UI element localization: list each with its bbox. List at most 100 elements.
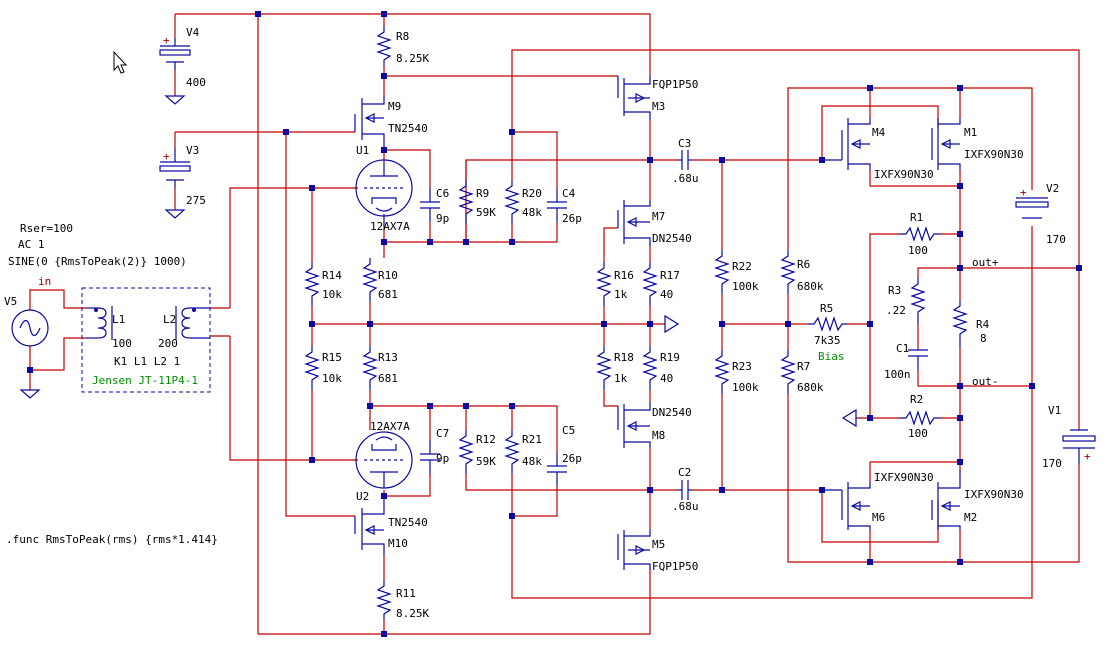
resistor-r2[interactable] bbox=[900, 410, 940, 426]
resistor-r14[interactable] bbox=[304, 262, 320, 306]
c6-ref: C6 bbox=[436, 187, 449, 200]
mosfet-m8[interactable] bbox=[617, 402, 651, 448]
u1-ref: U1 bbox=[356, 144, 369, 157]
resistor-r23[interactable] bbox=[714, 350, 730, 394]
m6-value: IXFX90N30 bbox=[874, 471, 934, 484]
c3-value: .68u bbox=[672, 172, 699, 185]
r23-ref: R23 bbox=[732, 360, 752, 373]
source-rser: Rser=100 bbox=[20, 222, 73, 235]
u2-ref: U2 bbox=[356, 490, 369, 503]
v2-value: 170 bbox=[1046, 233, 1066, 246]
capacitor-c2[interactable] bbox=[678, 480, 692, 500]
c3-ref: C3 bbox=[678, 137, 691, 150]
mosfet-m9[interactable] bbox=[354, 96, 385, 150]
resistor-r5[interactable] bbox=[808, 316, 848, 332]
resistor-r3[interactable] bbox=[910, 278, 926, 324]
capacitor-c3[interactable] bbox=[678, 150, 692, 170]
mosfets bbox=[354, 75, 961, 570]
resistor-r12[interactable] bbox=[458, 430, 474, 474]
mosfet-m6[interactable] bbox=[822, 482, 871, 530]
mosfet-m10[interactable] bbox=[354, 500, 385, 556]
sine-source-v5[interactable]: V5 bbox=[4, 295, 49, 399]
resistor-r13[interactable] bbox=[362, 346, 378, 390]
transformer-jensen[interactable] bbox=[81, 287, 211, 393]
tube-u2[interactable]: 12AX7A U2 bbox=[355, 420, 413, 503]
r8-ref: R8 bbox=[396, 30, 409, 43]
m4-ref: M4 bbox=[872, 126, 886, 139]
r15-ref: R15 bbox=[322, 351, 342, 364]
resistor-r20[interactable] bbox=[504, 180, 520, 224]
v1-ref: V1 bbox=[1048, 404, 1061, 417]
c6-value: 9p bbox=[436, 212, 449, 225]
mosfet-m5[interactable] bbox=[617, 530, 651, 570]
battery-v4[interactable]: + V4 400 bbox=[159, 26, 206, 105]
battery-v1[interactable]: + V1 170 bbox=[1042, 404, 1096, 470]
resistor-r6[interactable] bbox=[780, 250, 796, 294]
c1-ref: C1 bbox=[896, 342, 909, 355]
c2-value: .68u bbox=[672, 500, 699, 513]
r4-ref: R4 bbox=[976, 318, 990, 331]
battery-v2[interactable]: + V2 170 bbox=[1015, 182, 1066, 246]
capacitor-c6[interactable] bbox=[420, 188, 440, 222]
resistor-r4[interactable] bbox=[952, 300, 968, 348]
mosfet-m4[interactable] bbox=[822, 118, 871, 170]
resistor-r1[interactable] bbox=[900, 226, 940, 242]
m8-ref: M8 bbox=[652, 429, 665, 442]
resistor-r11[interactable] bbox=[376, 580, 392, 620]
battery-v3[interactable]: + V3 275 bbox=[159, 144, 206, 219]
r5-ref: R5 bbox=[820, 302, 833, 315]
r20-ref: R20 bbox=[522, 187, 542, 200]
r17-ref: R17 bbox=[660, 269, 680, 282]
r2-value: 100 bbox=[908, 427, 928, 440]
svg-text:+: + bbox=[1084, 450, 1091, 463]
r1-ref: R1 bbox=[910, 211, 923, 224]
resistor-r16[interactable] bbox=[596, 262, 612, 306]
r5-value: 7k35 bbox=[814, 334, 841, 347]
r7-ref: R7 bbox=[797, 360, 810, 373]
c1-value: 100n bbox=[884, 368, 911, 381]
source-sine: SINE(0 {RmsToPeak(2)} 1000) bbox=[8, 255, 187, 268]
r7-value: 680k bbox=[797, 381, 824, 394]
resistor-r21[interactable] bbox=[504, 430, 520, 474]
annotations: Rser=100 AC 1 SINE(0 {RmsToPeak(2)} 1000… bbox=[6, 222, 218, 546]
mosfet-m7[interactable] bbox=[617, 200, 651, 246]
r14-ref: R14 bbox=[322, 269, 342, 282]
resistors bbox=[304, 26, 968, 620]
resistor-r15[interactable] bbox=[304, 346, 320, 390]
resistor-r22[interactable] bbox=[714, 250, 730, 294]
capacitor-c5[interactable] bbox=[547, 454, 567, 486]
capacitor-c1[interactable] bbox=[908, 349, 928, 370]
resistor-r18[interactable] bbox=[596, 346, 612, 390]
resistor-r19[interactable] bbox=[642, 346, 658, 390]
m8-value: DN2540 bbox=[652, 406, 692, 419]
mosfet-m3[interactable] bbox=[617, 75, 651, 120]
l1-ref: L1 bbox=[112, 313, 125, 326]
resistor-r7[interactable] bbox=[780, 350, 796, 394]
r12-ref: R12 bbox=[476, 433, 496, 446]
resistor-r9[interactable] bbox=[458, 180, 474, 224]
m4-value: IXFX90N30 bbox=[874, 168, 934, 181]
mosfet-m2[interactable] bbox=[931, 470, 961, 530]
mosfet-m1[interactable] bbox=[931, 118, 961, 170]
r18-value: 1k bbox=[614, 372, 628, 385]
transformer-coupling: K1 L1 L2 1 bbox=[114, 355, 180, 368]
r5-note: Bias bbox=[818, 350, 845, 363]
capacitors bbox=[420, 150, 928, 500]
resistor-r10[interactable] bbox=[362, 258, 378, 302]
tube-u1[interactable]: U1 12AX7A bbox=[355, 144, 413, 233]
resistor-r8[interactable] bbox=[376, 26, 392, 66]
u1-value: 12AX7A bbox=[370, 220, 410, 233]
r21-value: 48k bbox=[522, 455, 542, 468]
m3-ref: M3 bbox=[652, 100, 665, 113]
svg-text:+: + bbox=[163, 34, 170, 47]
capacitor-c4[interactable] bbox=[547, 190, 567, 222]
r3-ref: R3 bbox=[888, 284, 901, 297]
r10-value: 681 bbox=[378, 288, 398, 301]
resistor-r17[interactable] bbox=[642, 262, 658, 306]
r12-value: 59K bbox=[476, 455, 496, 468]
m10-ref: M10 bbox=[388, 537, 408, 550]
c4-value: 26p bbox=[562, 212, 582, 225]
capacitor-c7[interactable] bbox=[420, 440, 440, 474]
r11-ref: R11 bbox=[396, 587, 416, 600]
